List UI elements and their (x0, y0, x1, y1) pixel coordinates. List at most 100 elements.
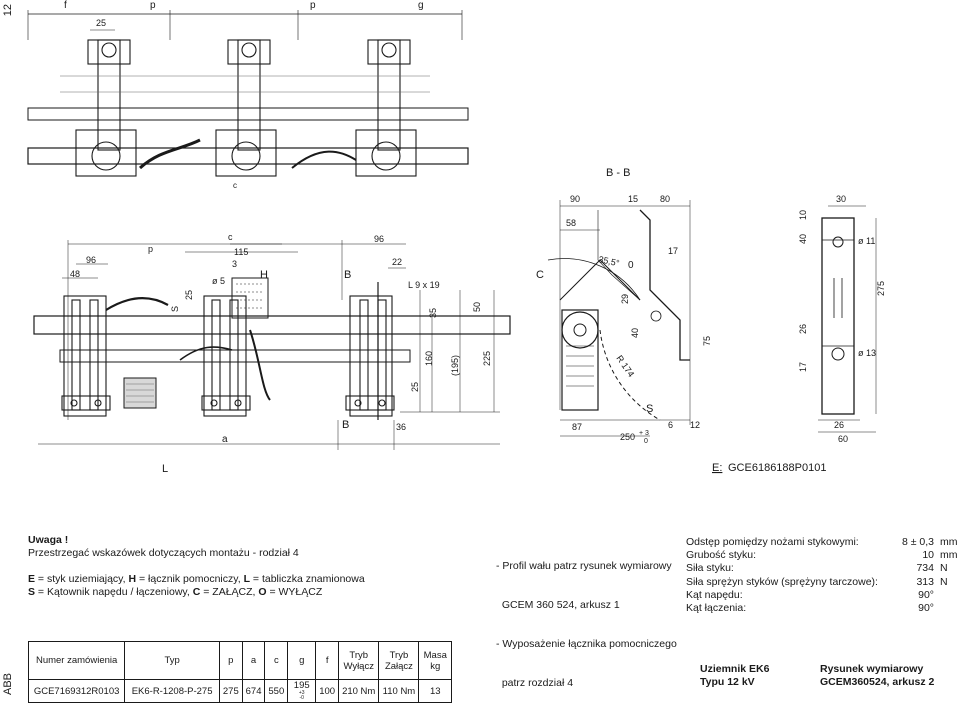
section-dim-75: 75 (702, 336, 712, 346)
section-zero: 0 (628, 260, 634, 271)
front-dim-35: 35 (428, 308, 438, 318)
front-phi5: ø 5 (212, 276, 225, 286)
section-radius: R 174 (614, 353, 636, 378)
technical-drawing: f p p g 25 c (27, 0, 886, 475)
section-tol-plus: + 3 (639, 430, 649, 437)
plate-phi11: ø 11 (858, 236, 875, 246)
section-dim-17: 17 (668, 246, 678, 256)
front-dim-160: 160 (424, 351, 434, 366)
cell-g-tolerance: +3 -0 (298, 690, 305, 702)
front-label-l: L (162, 463, 168, 475)
front-dim-a: a (222, 434, 228, 445)
mid-note-3: - Wyposażenie łącznika pomocniczego (496, 638, 677, 650)
section-title: B - B (606, 167, 630, 179)
plate-phi13: ø 13 (858, 348, 876, 358)
cell-mode-off: 210 Nm (338, 679, 380, 703)
section-dim-6: 6 (668, 420, 673, 430)
e-label: E: (712, 462, 722, 474)
section-tol-zero: 0 (644, 438, 648, 445)
front-dim-96b: 96 (374, 234, 384, 244)
plate-dim-60: 60 (838, 434, 848, 444)
col-header: p (218, 641, 243, 680)
spec-row: Kąt łączenia:90° (686, 602, 934, 615)
section-dim-250: 250 (620, 432, 635, 442)
col-header: a (241, 641, 266, 680)
cell-f: 100 (315, 679, 340, 703)
front-label-l9x19: L 9 x 19 (408, 280, 440, 290)
section-dim-80: 80 (660, 194, 670, 204)
cell-g: 195+3 -0 (287, 679, 317, 703)
front-dim-25v: 25 (184, 290, 194, 300)
cell-c: 550 (264, 679, 289, 703)
warning-text: Przestrzegać wskazówek dotyczących monta… (28, 547, 299, 559)
plate-dim-17: 17 (798, 362, 808, 372)
title-block-right: Rysunek wymiarowy GCEM360524, arkusz 2 (820, 663, 934, 689)
cell-order-number: GCE7169312R0103 (27, 679, 126, 703)
front-dim-22: 22 (392, 257, 402, 267)
front-dim-3: 3 (232, 259, 237, 269)
cell-mode-on: 110 Nm (378, 679, 420, 703)
mid-note-2: GCEM 360 524, arkusz 1 (496, 599, 620, 611)
contact-plate: 30 10 40 ø 11 275 26 17 ø 13 26 60 (798, 194, 886, 444)
notes-left: Uwaga ! Przestrzegać wskazówek dotyczący… (28, 534, 468, 599)
side-brand: ABB (2, 673, 14, 696)
legend-line-1: E = styk uziemiający, H = łącznik pomocn… (28, 573, 365, 585)
section-dim-58: 58 (566, 218, 576, 228)
notes-middle: - Profil wału patrz rysunek wymiarowy GC… (496, 534, 696, 703)
col-header: Tryb Załącz (378, 641, 420, 680)
mid-note-1: - Profil wału patrz rysunek wymiarowy (496, 560, 672, 572)
cell-a: 674 (241, 679, 266, 703)
front-dim-225: 225 (482, 351, 492, 366)
col-header: c (264, 641, 289, 680)
section-bb: B - B 90 15 (536, 167, 712, 445)
plate-dim-10: 10 (798, 210, 808, 220)
col-header: f (315, 641, 340, 680)
top-dim-f: f (64, 0, 67, 11)
plate-dim-40: 40 (798, 234, 808, 244)
drawing-number: GCEM360524, arkusz 2 (820, 676, 935, 688)
top-dim-g: g (418, 0, 424, 11)
top-view: f p p g 25 c (27, 0, 469, 190)
front-dim-195: (195) (450, 355, 460, 376)
warning-title: Uwaga ! (28, 534, 69, 546)
spec-row: Siła sprężyn styków (sprężyny tarczowe):… (686, 575, 948, 588)
product-name: Uziemnik EK6 (700, 663, 770, 675)
top-dim-25: 25 (96, 18, 106, 28)
cell-mass: 13 (418, 679, 452, 703)
front-dim-c: c (228, 232, 233, 242)
top-dim-c: c (233, 181, 237, 190)
section-label-s: S (646, 403, 653, 415)
table-row: GCE7169312R0103 EK6-R-1208-P-275 275 674… (27, 679, 452, 703)
drawing-title: Rysunek wymiarowy (820, 663, 924, 675)
title-block-left: Uziemnik EK6 Typu 12 kV (700, 663, 769, 689)
front-label-h: H (260, 269, 268, 281)
col-header: Tryb Wyłącz (338, 641, 380, 680)
plate-dim-30: 30 (836, 194, 846, 204)
front-label-b: B (344, 269, 351, 281)
section-dim-15: 15 (628, 194, 638, 204)
col-header: g (287, 641, 317, 680)
plate-dim-26: 26 (798, 324, 808, 334)
order-table: Numer zamówienia Typ p a c g f Tryb Wyłą… (27, 641, 452, 703)
product-type: Typu 12 kV (700, 676, 755, 688)
section-dim-29: 29 (620, 294, 630, 304)
section-dim-87: 87 (572, 422, 582, 432)
front-dim-50: 50 (472, 302, 482, 312)
e-code: GCE6186188P0101 (728, 462, 826, 474)
section-label-c: C (536, 269, 544, 281)
section-dim-40: 40 (630, 328, 640, 338)
front-dim-48: 48 (70, 269, 80, 279)
section-dim-90: 90 (570, 194, 580, 204)
cell-p: 275 (218, 679, 243, 703)
spec-row: Odstęp pomiędzy nożami stykowymi:8 ± 0,3… (686, 536, 958, 548)
specs-list: Odstęp pomiędzy nożami stykowymi:8 ± 0,3… (686, 536, 960, 615)
front-dim-p: p (148, 244, 153, 254)
section-angle: 35,5° (598, 254, 621, 268)
front-label-s: S (170, 306, 180, 312)
mid-note-4: patrz rozdział 4 (496, 677, 574, 689)
cell-type: EK6-R-1208-P-275 (124, 679, 220, 703)
top-dim-p2: p (310, 0, 316, 11)
col-header: Numer zamówienia (27, 641, 126, 680)
